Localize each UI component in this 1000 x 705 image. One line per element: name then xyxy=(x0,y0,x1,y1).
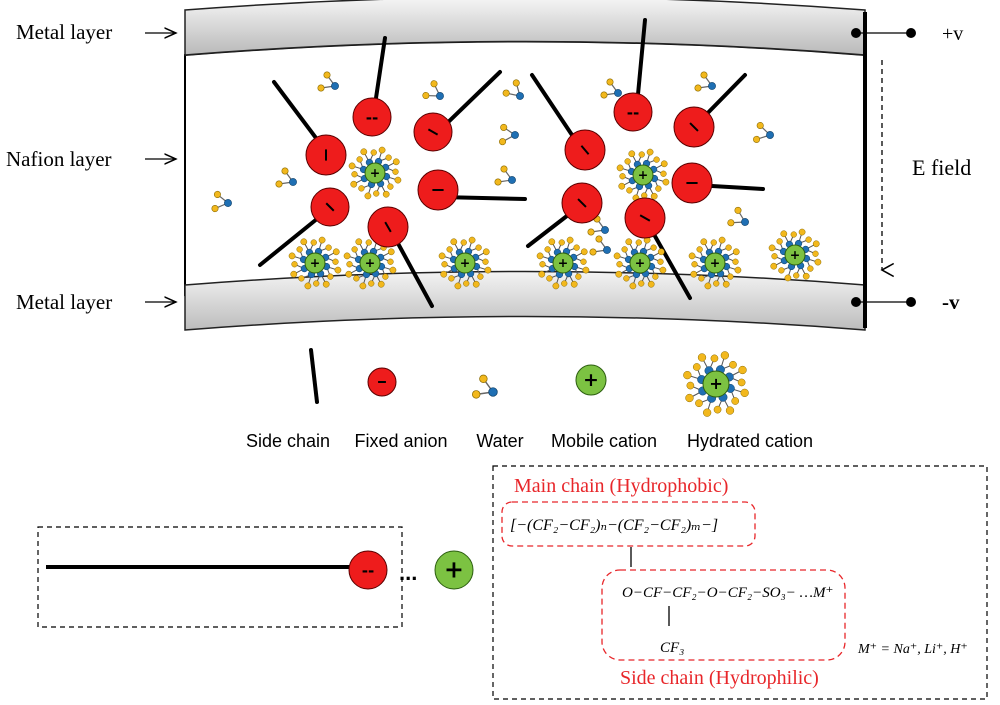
chemistry-panel: Main chain (Hydrophobic) [−(CF₂−CF₂)ₙ−(C… xyxy=(492,465,988,700)
label-metal-top: Metal layer xyxy=(16,20,112,44)
hydrated-cation: + xyxy=(536,236,590,290)
chain-schematic-box xyxy=(37,526,403,628)
hydrated-cation-core: + xyxy=(632,164,654,186)
cation-plus-sign: + xyxy=(635,255,645,270)
fixed-anion xyxy=(417,169,459,211)
cation-plus-sign: + xyxy=(370,165,380,180)
hydrated-cation: + xyxy=(348,146,402,200)
fixed-anion xyxy=(413,112,453,152)
water-molecule xyxy=(502,79,524,100)
water-molecules xyxy=(211,71,774,256)
hydrated-cation: + xyxy=(768,228,822,282)
hydrated-cation-core: + xyxy=(454,252,476,274)
legend-mobile-cation-icon: + xyxy=(575,364,607,396)
device xyxy=(184,0,867,331)
cation-equation: M⁺ = Na⁺, Li⁺, H⁺ xyxy=(857,642,968,657)
hydrated-cation-core: + xyxy=(552,252,574,274)
cation-plus-sign: + xyxy=(790,247,800,262)
side-chain-title: Side chain (Hydrophilic) xyxy=(620,667,819,689)
label-metal-bottom: Metal layer xyxy=(16,290,112,314)
main-chain-outline xyxy=(501,501,756,547)
hydrated-cation: + xyxy=(288,236,342,290)
fixed-anion xyxy=(564,129,606,171)
fixed-anion xyxy=(305,134,347,176)
terminals: +v -v E field xyxy=(851,23,971,314)
water-molecule xyxy=(471,374,498,399)
cation-plus-sign: + xyxy=(583,370,599,391)
fixed-anions: -- -- xyxy=(305,92,715,248)
fixed-anion xyxy=(367,367,397,397)
anion-minus-sign: -- xyxy=(627,104,640,122)
water-molecule xyxy=(600,78,622,99)
side-chain-branch: CF₃ xyxy=(660,640,684,656)
hydrated-cation-core: + xyxy=(304,252,326,274)
main-chain-formula: [−(CF₂−CF₂)ₙ−(CF₂−CF₂)ₘ−] xyxy=(510,517,718,534)
legend-label-mobile-cation: Mobile cation xyxy=(551,431,657,451)
hydrated-cation: + xyxy=(613,236,667,290)
cation-plus-sign: + xyxy=(709,374,723,393)
cation-plus-sign: + xyxy=(444,556,464,584)
water-molecule xyxy=(589,235,611,256)
legend-label-fixed-anion: Fixed anion xyxy=(354,431,447,451)
label-e-field: E field xyxy=(912,155,971,180)
schematic-mobile-cation: + xyxy=(434,550,474,590)
water-molecule xyxy=(753,122,774,143)
hydrated-cation-core: + xyxy=(359,252,381,274)
anion-minus-sign: -- xyxy=(362,562,375,580)
water-molecule xyxy=(494,165,516,186)
chemistry-box xyxy=(492,465,988,700)
fixed-anion: -- xyxy=(348,550,388,590)
water-molecule xyxy=(694,71,716,92)
water-molecule xyxy=(499,123,519,146)
fixed-anion: -- xyxy=(352,97,392,137)
water-molecule xyxy=(275,167,297,188)
cation-plus-sign: + xyxy=(310,255,320,270)
anion-minus-sign: -- xyxy=(366,109,379,127)
hydrated-cation: + xyxy=(683,351,749,417)
fixed-anion xyxy=(310,187,350,227)
side-chain-formula: O−CF−CF₂−O−CF₂−SO₃− …M⁺ xyxy=(622,585,833,601)
label-minus-v: -v xyxy=(942,290,960,314)
water-molecule xyxy=(317,71,339,92)
cation-plus-sign: + xyxy=(365,255,375,270)
legend-labels: Side chain Fixed anion Water Mobile cati… xyxy=(246,431,813,451)
cation-plus-sign: + xyxy=(460,255,470,270)
chain-schematic: ... -- + xyxy=(37,526,474,628)
legend-icons: ++ xyxy=(309,348,749,417)
legend-label-hydrated-cation: Hydrated cation xyxy=(687,431,813,451)
fixed-anion xyxy=(367,206,409,248)
legend-label-water: Water xyxy=(476,431,523,451)
hydrated-cation: + xyxy=(688,236,742,290)
fixed-anion xyxy=(624,197,666,239)
fixed-anion xyxy=(561,182,603,224)
hydrated-cation-core: + xyxy=(784,244,806,266)
hydrated-cation-core: + xyxy=(702,370,730,398)
legend-side-chain-icon xyxy=(309,348,319,404)
fixed-anion xyxy=(673,106,715,148)
water-molecule xyxy=(422,80,444,100)
bottom-metal-electrode xyxy=(184,270,866,331)
cation-plus-sign: + xyxy=(558,255,568,270)
water-molecule xyxy=(211,190,232,213)
hydrated-cation-core: + xyxy=(364,162,386,184)
cation-plus-sign: + xyxy=(638,167,648,182)
label-nafion: Nafion layer xyxy=(6,147,112,171)
side-chain-outline xyxy=(601,569,846,661)
hydrated-cation-core: + xyxy=(629,252,651,274)
legend-label-side-chain: Side chain xyxy=(246,431,330,451)
hydrated-cations: + + + + + + + + + xyxy=(288,146,822,290)
hydrated-cation: + xyxy=(438,236,492,290)
hydrated-cation-core: + xyxy=(704,252,726,274)
cation-plus-sign: + xyxy=(710,255,720,270)
schematic-ellipsis: ... xyxy=(399,560,417,585)
fixed-anion xyxy=(671,162,713,204)
label-plus-v: +v xyxy=(942,23,963,45)
main-chain-title: Main chain (Hydrophobic) xyxy=(514,475,728,497)
fixed-anion: -- xyxy=(613,92,653,132)
water-molecule xyxy=(727,206,749,227)
